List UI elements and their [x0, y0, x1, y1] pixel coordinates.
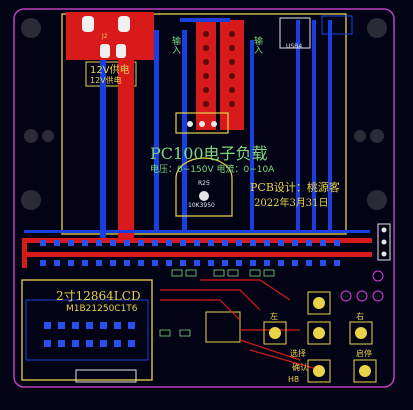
power-section-outline	[61, 13, 347, 235]
lcd-model: M1B21250C1T6	[66, 304, 138, 314]
lcd-ribbon	[75, 369, 137, 383]
start-button-label: 启停	[356, 349, 372, 358]
design-date: 2022年3月31日	[254, 198, 329, 209]
resistor-value: 10K3950	[188, 202, 215, 209]
input-label-left: 输入	[170, 36, 180, 54]
top-left-pad-label: J2	[102, 33, 108, 40]
side-header	[377, 223, 391, 261]
left-button-label: 左	[270, 312, 278, 321]
power-label-1: 12V供电	[90, 65, 130, 76]
usb-label: USB4	[286, 43, 303, 50]
board-outline	[13, 8, 395, 388]
lcd-inner	[25, 299, 149, 361]
smd-components	[159, 269, 275, 337]
pad-row-top	[40, 240, 340, 246]
tactile-buttons	[263, 291, 377, 383]
board-title: PC100电子负载	[150, 144, 268, 163]
mosfet-footprint	[175, 112, 229, 134]
usb-connector	[279, 17, 311, 49]
lcd-pins	[44, 322, 135, 347]
designer-credit: PCB设计：桃源客	[250, 181, 340, 194]
bottom-label: H8	[288, 375, 300, 384]
resistor-ref: R25	[198, 180, 210, 187]
lcd-label: 2寸12864LCD	[56, 289, 141, 303]
right-button-label: 右	[356, 312, 364, 321]
led-circles	[340, 270, 384, 302]
mounting-holes	[21, 18, 387, 210]
ok-button-label: 确认	[292, 363, 308, 372]
power-label-2: 12V供电	[90, 76, 122, 85]
board-spec: 电压：0~150V 电流：0~10A	[150, 165, 275, 175]
copper-traces	[100, 18, 332, 240]
pad-row-bottom	[40, 260, 340, 266]
lcd-module-outline	[21, 279, 153, 381]
input-label-right: 输入	[252, 36, 262, 54]
select-button-label: 选择	[290, 349, 306, 358]
header-pins	[203, 31, 235, 107]
control-traces	[160, 279, 321, 371]
ntc-resistor-outline	[175, 157, 233, 217]
mcu-footprint	[205, 311, 241, 343]
